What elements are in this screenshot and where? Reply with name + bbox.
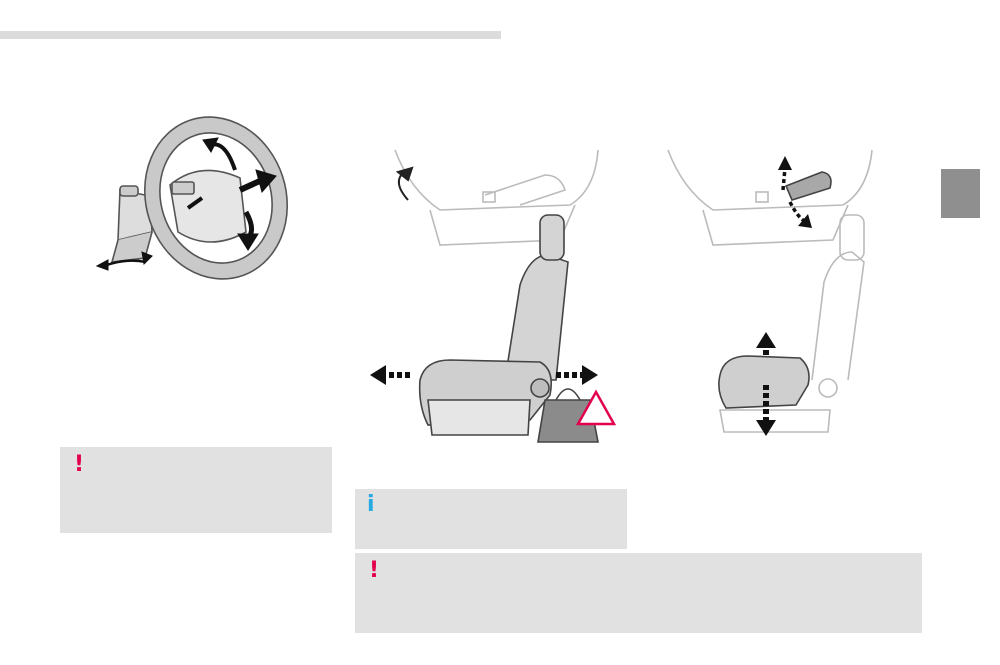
chapter-tab[interactable] [941,169,980,218]
exclamation-icon: ! [74,452,85,477]
seat-warning-notice: ! [355,553,922,633]
seat-longitudinal-illustration [370,149,617,443]
exclamation-icon: ! [369,558,380,583]
info-icon: i [367,492,375,517]
header-rule [0,31,501,39]
steering-wheel-illustration [95,116,289,280]
seat-info-notice: i [355,489,627,549]
steering-warning-notice: ! [60,447,332,533]
seat-height-illustration [667,149,873,436]
